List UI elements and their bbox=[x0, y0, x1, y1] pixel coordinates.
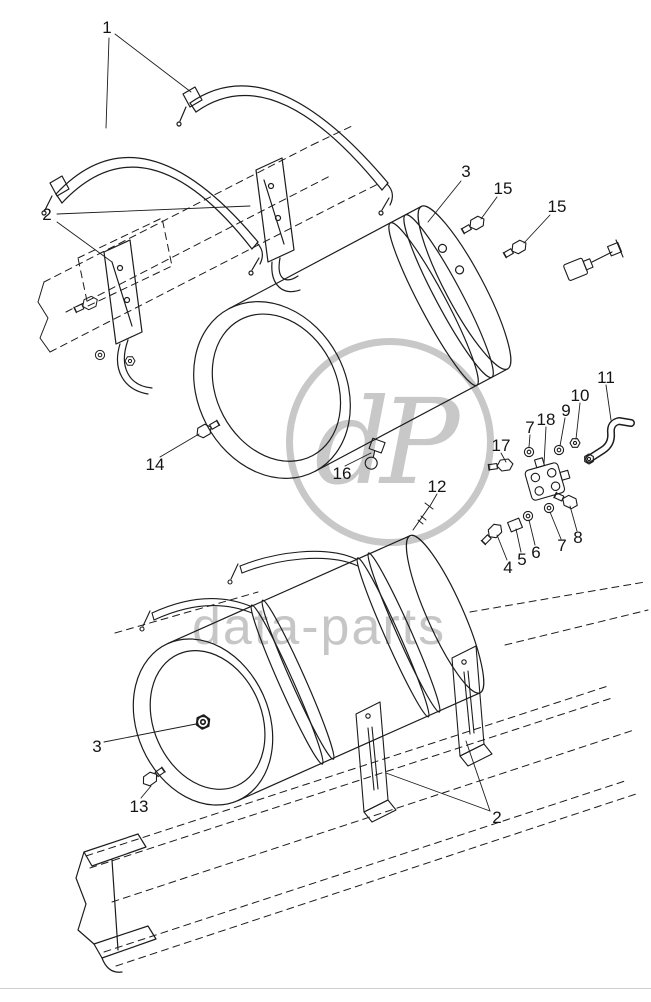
frame-break-edge bbox=[37, 281, 51, 353]
callout-9: 9 bbox=[561, 401, 571, 420]
callout-10: 10 bbox=[570, 386, 590, 405]
callout-4: 4 bbox=[503, 558, 513, 577]
inline-valve bbox=[563, 239, 624, 281]
callout-16: 16 bbox=[332, 464, 352, 483]
callout-2-brackets-upper: 2 bbox=[42, 205, 52, 224]
frame-rail-upper bbox=[43, 125, 379, 353]
callout-13: 13 bbox=[129, 797, 149, 816]
callout-11: 11 bbox=[597, 368, 615, 387]
callout-7-b: 7 bbox=[557, 536, 567, 555]
bottom-divider bbox=[0, 988, 651, 989]
callout-5: 5 bbox=[517, 550, 527, 569]
callout-18: 18 bbox=[536, 410, 556, 429]
callout-15-a: 15 bbox=[493, 179, 513, 198]
callout-15-b: 15 bbox=[547, 197, 567, 216]
callout-7-a: 7 bbox=[525, 418, 535, 437]
callout-3-tank-lower: 3 bbox=[92, 737, 102, 756]
mounting-brackets-upper bbox=[103, 157, 301, 395]
mounting-straps-upper bbox=[41, 85, 393, 276]
callout-6: 6 bbox=[531, 543, 541, 562]
watermark-logo-text: dP bbox=[314, 373, 460, 511]
watermark-logo-circle: dP bbox=[286, 338, 494, 546]
mounting-brackets-lower bbox=[355, 645, 493, 823]
strap-tails-lower bbox=[114, 550, 359, 634]
frame-rail-lower bbox=[75, 581, 649, 973]
drain-valve bbox=[364, 437, 386, 470]
valve-assembly bbox=[412, 417, 635, 548]
callout-12: 12 bbox=[427, 477, 447, 496]
leader-lines bbox=[56, 33, 612, 812]
callout-1-straps: 1 bbox=[102, 18, 112, 37]
screw bbox=[412, 502, 434, 531]
air-tank-lower bbox=[132, 534, 485, 806]
tank-upper-fittings bbox=[193, 213, 624, 470]
callout-8: 8 bbox=[573, 528, 583, 547]
callout-14: 14 bbox=[145, 455, 165, 474]
callout-17: 17 bbox=[491, 436, 511, 455]
callout-2-brackets-lower: 2 bbox=[492, 808, 502, 827]
callout-3-tank-upper: 3 bbox=[461, 162, 471, 181]
